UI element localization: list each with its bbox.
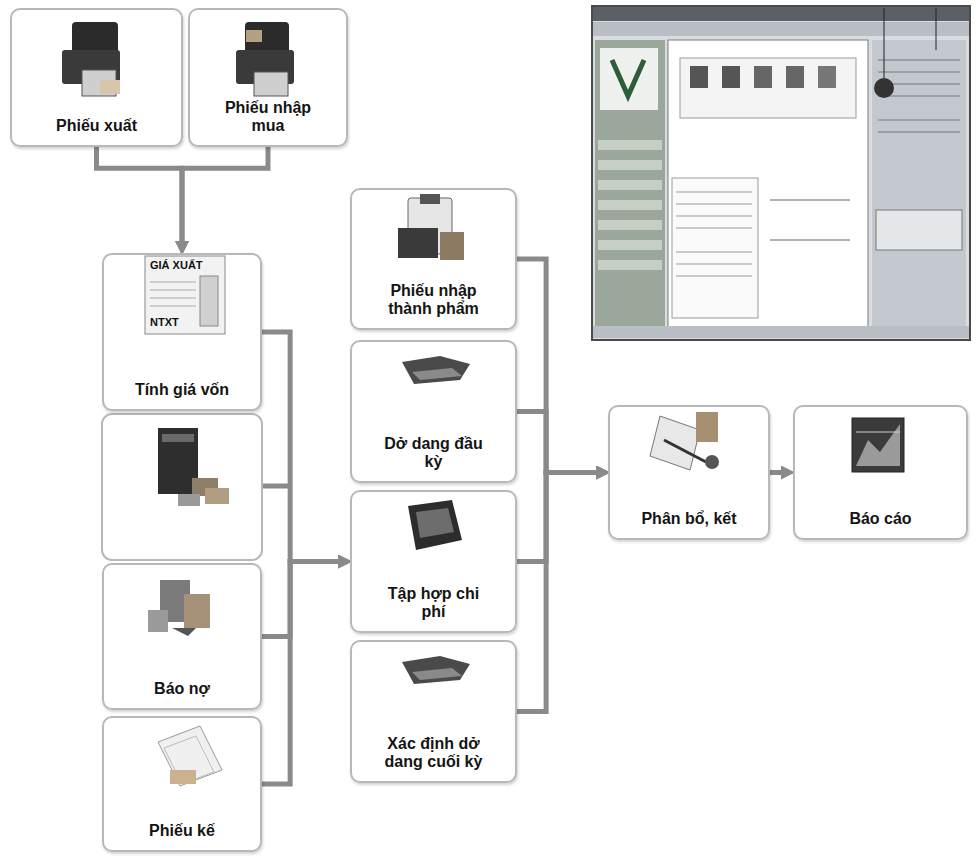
flow-connector xyxy=(262,562,340,637)
box-label: Phiếu nhập thành phẩm xyxy=(369,282,499,318)
box-label: Phiếu xuất xyxy=(22,117,172,135)
flow-connector xyxy=(517,473,598,562)
process-box: Tập hợp chi phí xyxy=(350,490,517,633)
flow-connector xyxy=(97,147,183,243)
box-label: Tính giá vốn xyxy=(132,381,232,399)
bank-icon xyxy=(148,580,210,636)
box-label: Báo nợ xyxy=(112,680,252,698)
flow-connector xyxy=(517,412,598,473)
process-box: Dở dang đầu kỳ xyxy=(350,340,517,483)
process-box: Phiếu xuất xyxy=(10,8,183,147)
document-icon xyxy=(145,256,225,334)
printer-icon xyxy=(236,22,294,96)
flow-connector xyxy=(262,332,340,562)
process-box: Phiếu kế xyxy=(102,716,262,852)
box-label: Phiếu nhập mua xyxy=(213,99,323,135)
process-box: Báo nợ xyxy=(102,563,262,710)
flow-connector xyxy=(182,147,268,243)
wallet-icon xyxy=(408,500,462,550)
flow-connector xyxy=(517,473,598,712)
icon-caption: GIÁ XUẤT xyxy=(150,259,203,271)
document-stack-icon xyxy=(158,726,222,786)
box-label: Tập hợp chi phí xyxy=(379,585,489,621)
flow-connector xyxy=(262,562,340,785)
clipboard-icon xyxy=(398,194,464,260)
server-icon xyxy=(158,428,229,506)
process-box: Xác định dở dang cuối kỳ xyxy=(350,640,517,783)
printer-icon xyxy=(62,22,120,96)
process-box: Báo cáo xyxy=(793,405,968,540)
material-icon xyxy=(402,356,470,384)
process-box: Phiếu nhập mua xyxy=(188,8,348,147)
box-label: Xác định dở dang cuối kỳ xyxy=(374,735,494,771)
flow-connector xyxy=(517,259,598,473)
process-box: Phiếu nhập thành phẩm xyxy=(350,188,517,330)
allocation-icon xyxy=(650,412,719,470)
process-box: Phân bổ, kết xyxy=(608,405,770,540)
box-label: Dở dang đầu kỳ xyxy=(379,435,489,471)
material-icon xyxy=(402,656,470,684)
report-icon xyxy=(852,418,904,472)
unlabeled-box xyxy=(102,414,262,560)
box-label: Phiếu kế xyxy=(112,822,252,840)
icon-caption: NTXT xyxy=(150,316,179,328)
flow-connector xyxy=(770,470,783,475)
process-box: Tính giá vốn xyxy=(102,253,262,411)
software-screenshot xyxy=(592,6,970,340)
box-label: Phân bổ, kết xyxy=(624,510,754,528)
box-label: Báo cáo xyxy=(806,510,956,528)
bus-stub xyxy=(263,484,290,489)
